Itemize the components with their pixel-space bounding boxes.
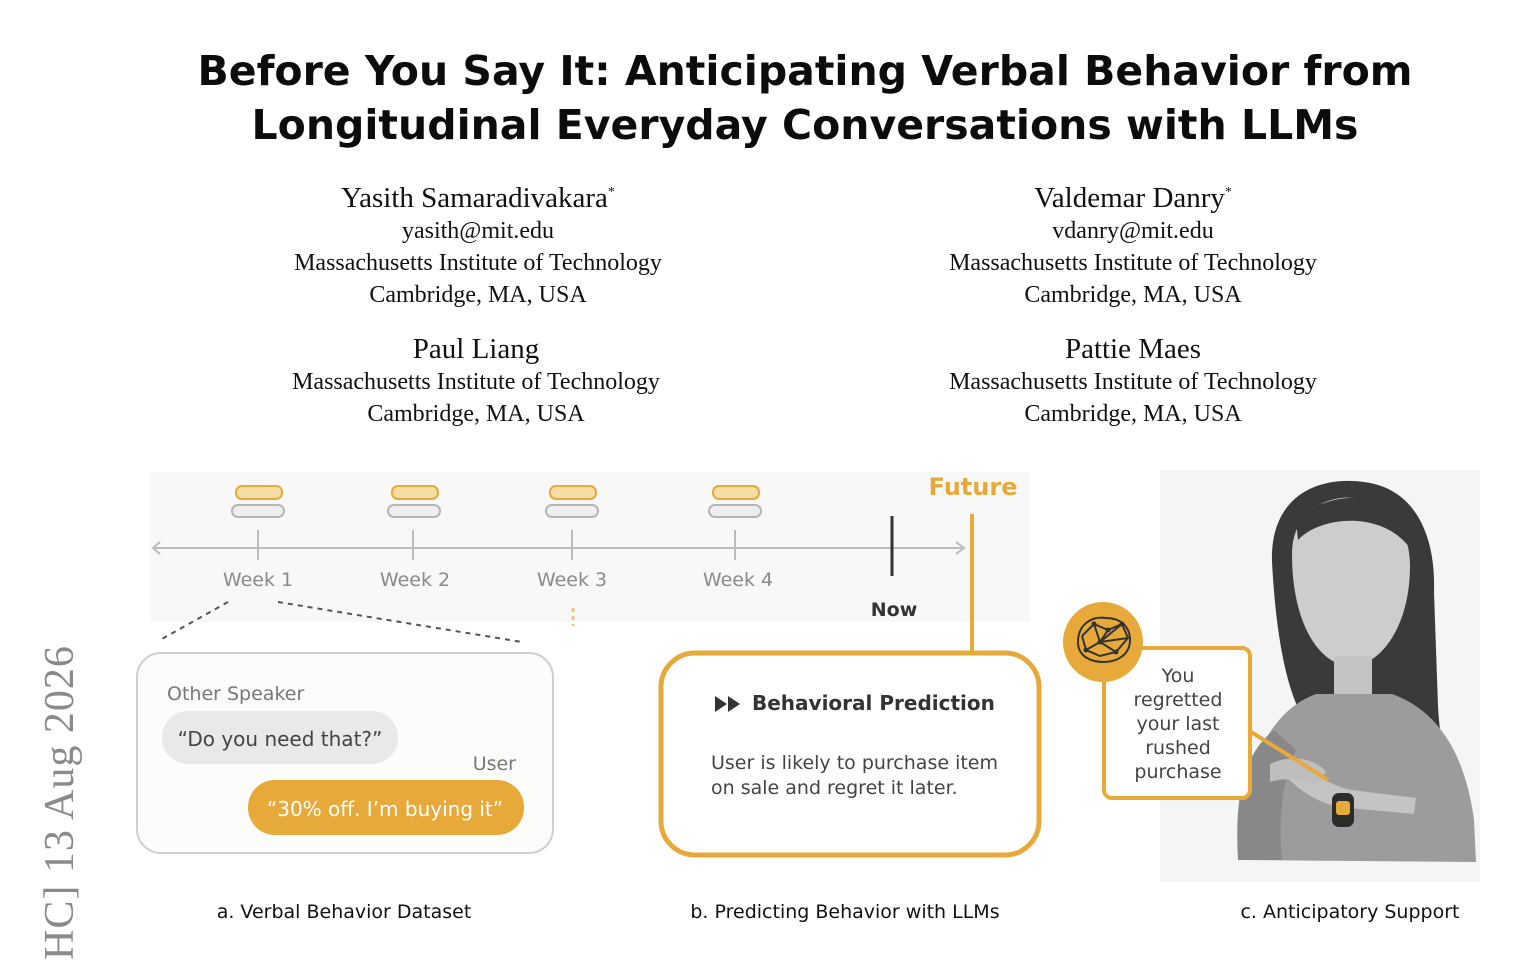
title-line-2: Longitudinal Everyday Conversations with…: [251, 101, 1359, 149]
timeline-right-arrow-icon: [955, 541, 966, 555]
now-label: Now: [871, 599, 918, 621]
brain-network-icon: [1063, 602, 1143, 682]
panel-a-conversation-card: Other Speaker “Do you need that?” User “…: [136, 652, 554, 854]
arxiv-stamp: HC] 13 Aug 2026: [37, 645, 83, 960]
author-affiliation: Massachusetts Institute of Technology: [292, 369, 660, 395]
author-name: Paul Liang: [412, 333, 540, 365]
week-marker-3: Week 3: [537, 485, 607, 626]
panel-c-illustration: You regretted your last rushed purchase: [1063, 470, 1480, 882]
hand: [1270, 758, 1326, 786]
neck: [1334, 656, 1372, 698]
zoom-line-left: [159, 601, 229, 641]
face: [1292, 497, 1410, 667]
author-location: Cambridge, MA, USA: [367, 401, 585, 427]
week-label: Week 2: [380, 569, 450, 591]
author-affiliation: Massachusetts Institute of Technology: [949, 369, 1317, 395]
card-frame: [658, 650, 1042, 858]
author-location: Cambridge, MA, USA: [369, 282, 587, 308]
author-name: Valdemar Danry: [1034, 182, 1225, 214]
callout-line-2: regretted: [1134, 689, 1223, 711]
other-speaker-label: Other Speaker: [167, 683, 304, 705]
future-label: Future: [929, 473, 1018, 501]
zoom-line-right: [277, 601, 523, 643]
title-line-1: Before You Say It: Anticipating Verbal B…: [197, 47, 1413, 95]
author-block-2: Valdemar Danry* vdanry@mit.edu Massachus…: [893, 176, 1373, 311]
fast-forward-icon: [715, 696, 740, 712]
author-block-1: Yasith Samaradivakara* yasith@mit.edu Ma…: [238, 176, 718, 311]
callout-line-5: purchase: [1134, 761, 1221, 783]
woman-figure: [1237, 480, 1476, 862]
prediction-heading: Behavioral Prediction: [752, 691, 995, 715]
equal-contribution-mark: *: [1224, 185, 1232, 200]
shirt: [1243, 694, 1476, 862]
conversation-chip-icon: [387, 504, 441, 518]
week-marker-2: Week 2: [380, 485, 450, 591]
week-label: Week 4: [703, 569, 773, 591]
prediction-body-line-1: User is likely to purchase item: [711, 752, 998, 774]
conversation-chip-icon: [391, 485, 439, 500]
author-block-4: Pattie Maes Massachusetts Institute of T…: [893, 332, 1373, 430]
support-callout: [1102, 646, 1252, 800]
conversation-chip-icon: [549, 485, 597, 500]
user-label: User: [473, 753, 516, 775]
teaser-figure: Week 1 Week 2 Week 3 Week 4 Now Future O…: [136, 470, 1480, 923]
conversation-chip-icon: [545, 504, 599, 518]
equal-contribution-mark: *: [607, 185, 615, 200]
author-email[interactable]: yasith@mit.edu: [401, 218, 555, 244]
author-location: Cambridge, MA, USA: [1024, 282, 1242, 308]
caption-c: c. Anticipatory Support: [1240, 901, 1459, 923]
author-name: Yasith Samaradivakara: [341, 182, 608, 214]
user-bubble: [248, 780, 524, 835]
other-speaker-bubble: [162, 711, 398, 764]
week-label: Week 3: [537, 569, 607, 591]
author-email[interactable]: vdanry@mit.edu: [1052, 218, 1214, 244]
author-affiliation: Massachusetts Institute of Technology: [949, 250, 1317, 276]
callout-pointer: [1246, 728, 1330, 782]
callout-line-1: You: [1161, 665, 1195, 687]
week-marker-4: Week 4: [703, 485, 773, 591]
user-quote: “30% off. I’m buying it”: [267, 797, 503, 821]
author-name: Pattie Maes: [1064, 333, 1202, 365]
conversation-chip-icon: [708, 504, 762, 518]
prediction-body-line-2: on sale and regret it later.: [711, 777, 958, 799]
caption-a: a. Verbal Behavior Dataset: [217, 901, 472, 923]
week-marker-1: Week 1: [223, 485, 293, 591]
arm: [1284, 756, 1416, 814]
panel-b-prediction-card: Behavioral Prediction User is likely to …: [658, 650, 1042, 858]
conversation-chip-icon: [235, 485, 283, 500]
hair-fringe: [1296, 497, 1410, 548]
paper-title: Before You Say It: Anticipating Verbal B…: [160, 44, 1450, 152]
conversation-chip-icon: [712, 485, 760, 500]
other-speaker-quote: “Do you need that?”: [178, 727, 383, 751]
caption-b: b. Predicting Behavior with LLMs: [690, 901, 999, 923]
callout-line-4: rushed: [1145, 737, 1211, 759]
smartwatch-icon: [1332, 793, 1354, 827]
author-affiliation: Massachusetts Institute of Technology: [294, 250, 662, 276]
week-label: Week 1: [223, 569, 293, 591]
callout-line-3: your last: [1136, 713, 1219, 735]
author-block-3: Paul Liang Massachusetts Institute of Te…: [236, 332, 716, 430]
timeline-left-arrow-icon: [151, 541, 161, 555]
conversation-chip-icon: [231, 504, 285, 518]
author-location: Cambridge, MA, USA: [1024, 401, 1242, 427]
